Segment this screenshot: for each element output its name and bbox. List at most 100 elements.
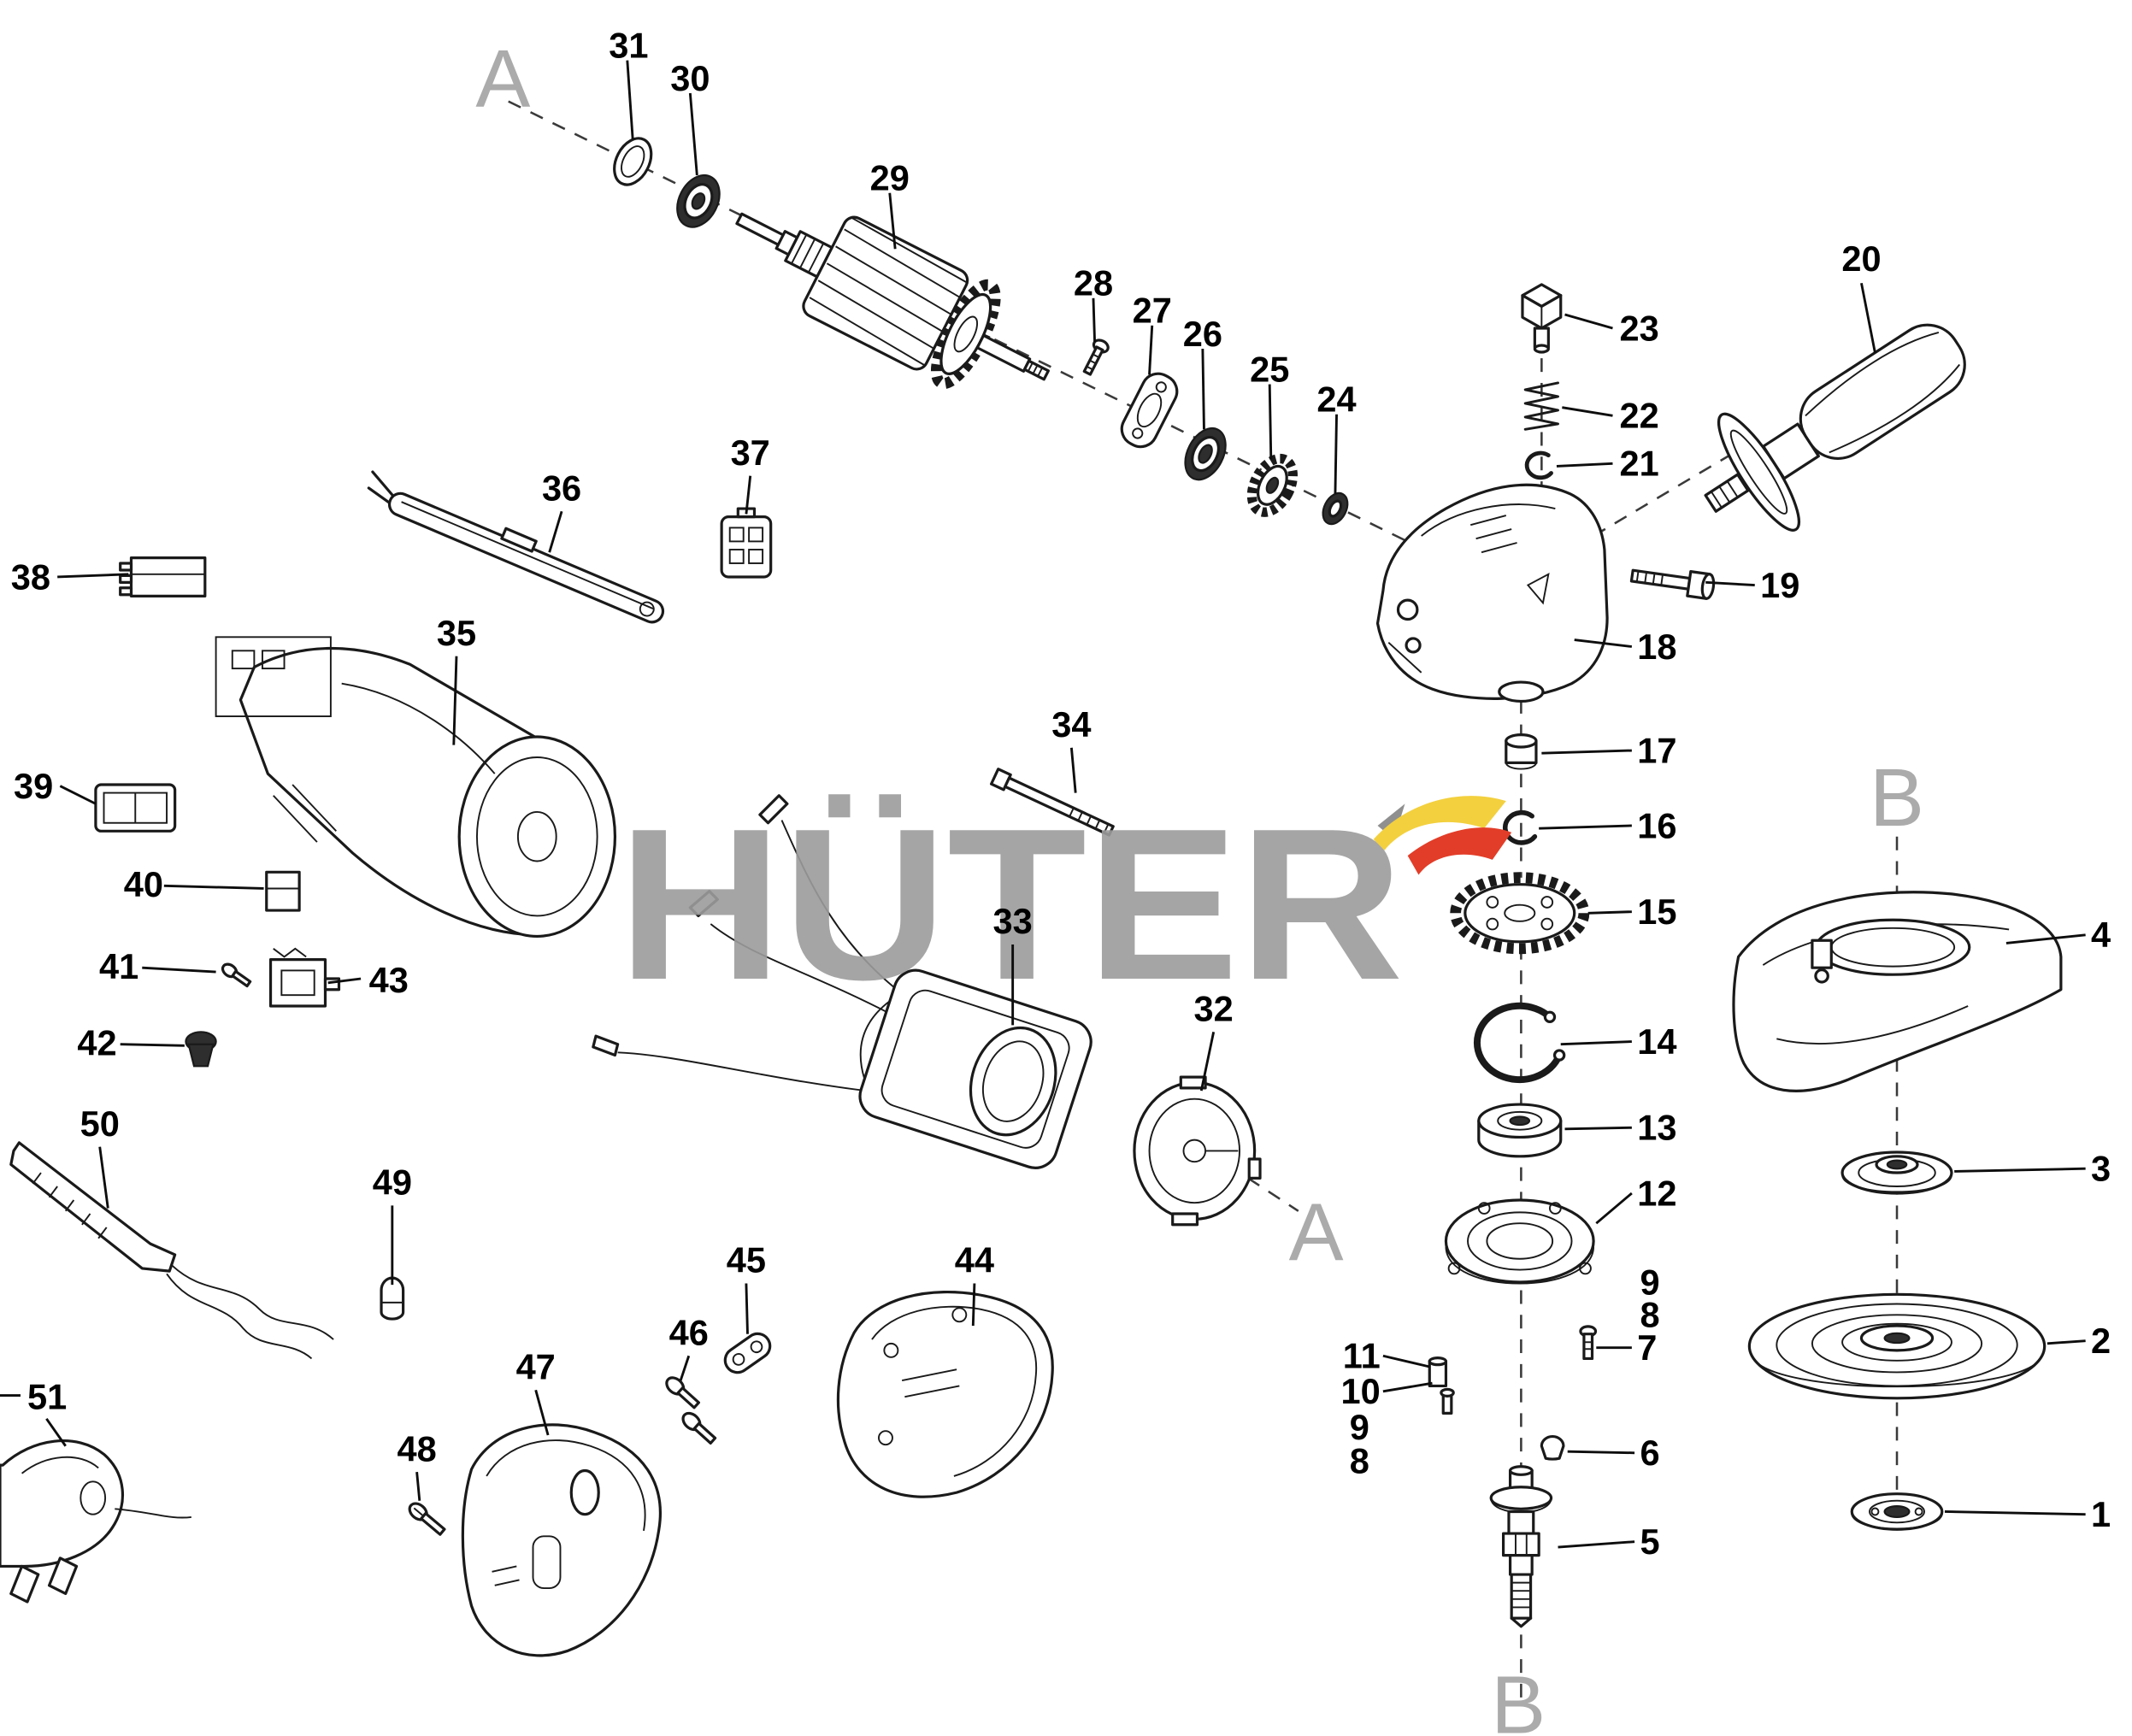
part-20-side-handle [1704, 323, 1966, 532]
part-5-spindle [1489, 1465, 1553, 1628]
part-label-47: 47 [516, 1346, 556, 1386]
part-29-armature [735, 212, 1050, 390]
part-50-power-cord [9, 1141, 334, 1360]
brand-watermark: HÜTER [618, 783, 1512, 1025]
part-40-block [265, 870, 301, 912]
part-39-switch [94, 783, 177, 833]
part-38-module [119, 556, 207, 597]
part-41-screw [221, 962, 252, 988]
part-32-baffle-plate [1133, 1075, 1262, 1227]
section-marker-a-mid: A [1289, 1186, 1344, 1278]
part-label-46: 46 [669, 1312, 709, 1352]
part-49-cap [380, 1276, 405, 1321]
part-label-1: 1 [2091, 1494, 2111, 1534]
part-label-29: 29 [870, 158, 910, 198]
part-46-screws [665, 1376, 717, 1445]
part-label-49: 49 [373, 1162, 412, 1203]
part-label-19: 19 [1760, 565, 1799, 605]
part-label-50: 50 [80, 1103, 120, 1144]
part-label-8l: 8 [1350, 1441, 1369, 1481]
part-label-28: 28 [1074, 263, 1113, 303]
part-label-40: 40 [124, 864, 163, 904]
part-label-5: 5 [1640, 1521, 1659, 1562]
part-label-37: 37 [731, 433, 770, 473]
part-label-30: 30 [670, 58, 710, 98]
part-45-cord-clamp [723, 1332, 772, 1374]
part-label-16: 16 [1637, 805, 1676, 845]
part-label-23: 23 [1619, 308, 1658, 348]
leader-lines [0, 60, 2086, 1549]
part-24-clamp-nut [1322, 491, 1349, 526]
part-25-pinion-gear [1246, 453, 1298, 517]
part-label-4: 4 [2091, 915, 2111, 955]
part-label-43: 43 [369, 960, 409, 1000]
watermark-text: HÜTER [618, 783, 1404, 1025]
part-label-44: 44 [955, 1240, 994, 1280]
part-12-bearing-flange [1444, 1198, 1595, 1285]
part-27-bearing-plate [1120, 372, 1179, 449]
part-37-terminal-block [720, 507, 773, 579]
part-36-brush-spring-bar [367, 470, 665, 624]
part-label-14: 14 [1637, 1021, 1676, 1062]
part-15-gear-wheel [1450, 872, 1590, 955]
brand-logo-icon [1373, 796, 1512, 875]
part-label-35: 35 [437, 613, 476, 653]
part-44-housing-cover [836, 1290, 1054, 1498]
part-label-42: 42 [77, 1023, 116, 1063]
part-1-clamp-nut [1850, 1492, 1944, 1531]
part-47-handle-cover [461, 1423, 662, 1657]
part-31-ring [613, 137, 653, 186]
part-19-bolt [1629, 568, 1716, 600]
part-label-6: 6 [1640, 1433, 1659, 1473]
part-43-brush-holder [268, 947, 341, 1008]
part-4-wheel-guard [1732, 891, 2063, 1092]
part-2-grinding-disc [1747, 1292, 2047, 1400]
part-label-48: 48 [397, 1428, 436, 1468]
part-label-2: 2 [2091, 1321, 2111, 1361]
section-marker-a-top: A [475, 33, 530, 125]
part-16-circlip [1502, 809, 1538, 845]
part-51-power-plug [0, 1439, 191, 1604]
part-label-25: 25 [1250, 349, 1289, 389]
part-label-45: 45 [727, 1240, 766, 1280]
section-markers: A A B B [475, 33, 1924, 1736]
part-label-20: 20 [1841, 238, 1881, 279]
part-48-screw [408, 1502, 446, 1536]
part-label-21: 21 [1619, 444, 1658, 484]
part-label-3: 3 [2091, 1149, 2111, 1189]
part-label-22: 22 [1619, 396, 1658, 436]
part-14-snap-ring [1473, 1002, 1566, 1084]
part-label-10: 10 [1340, 1371, 1380, 1411]
part-label-39: 39 [14, 766, 53, 806]
part-3-inner-flange [1840, 1150, 1953, 1195]
part-13-bearing [1477, 1103, 1563, 1158]
part-label-36: 36 [542, 468, 581, 508]
part-label-27: 27 [1133, 291, 1172, 331]
part-label-33: 33 [993, 901, 1033, 941]
part-label-8r: 8 [1640, 1295, 1659, 1335]
part-30-bearing [676, 174, 721, 228]
part-26-bearing [1184, 427, 1227, 481]
part-label-15: 15 [1637, 892, 1676, 932]
part-34-long-bolt [990, 768, 1115, 837]
part-label-41: 41 [99, 946, 138, 986]
part-label-34: 34 [1051, 704, 1091, 744]
part-35-motor-housing [215, 636, 617, 939]
part-label-51: 51 [27, 1377, 67, 1417]
part-6-key [1540, 1434, 1565, 1461]
part-label-31: 31 [609, 25, 648, 65]
part-label-7: 7 [1637, 1327, 1657, 1368]
part-label-9r: 9 [1640, 1262, 1659, 1302]
part-23-square-screw [1521, 283, 1563, 354]
part-label-17: 17 [1637, 730, 1676, 770]
part-33-stator [592, 794, 1093, 1169]
part-label-32: 32 [1194, 989, 1234, 1029]
part-label-18: 18 [1637, 627, 1676, 667]
part-label-26: 26 [1183, 314, 1222, 354]
part-label-13: 13 [1637, 1108, 1676, 1148]
part-label-38: 38 [11, 556, 50, 597]
part-label-9l: 9 [1350, 1407, 1369, 1447]
part-21-clip [1524, 450, 1553, 480]
part-label-12: 12 [1637, 1173, 1676, 1213]
